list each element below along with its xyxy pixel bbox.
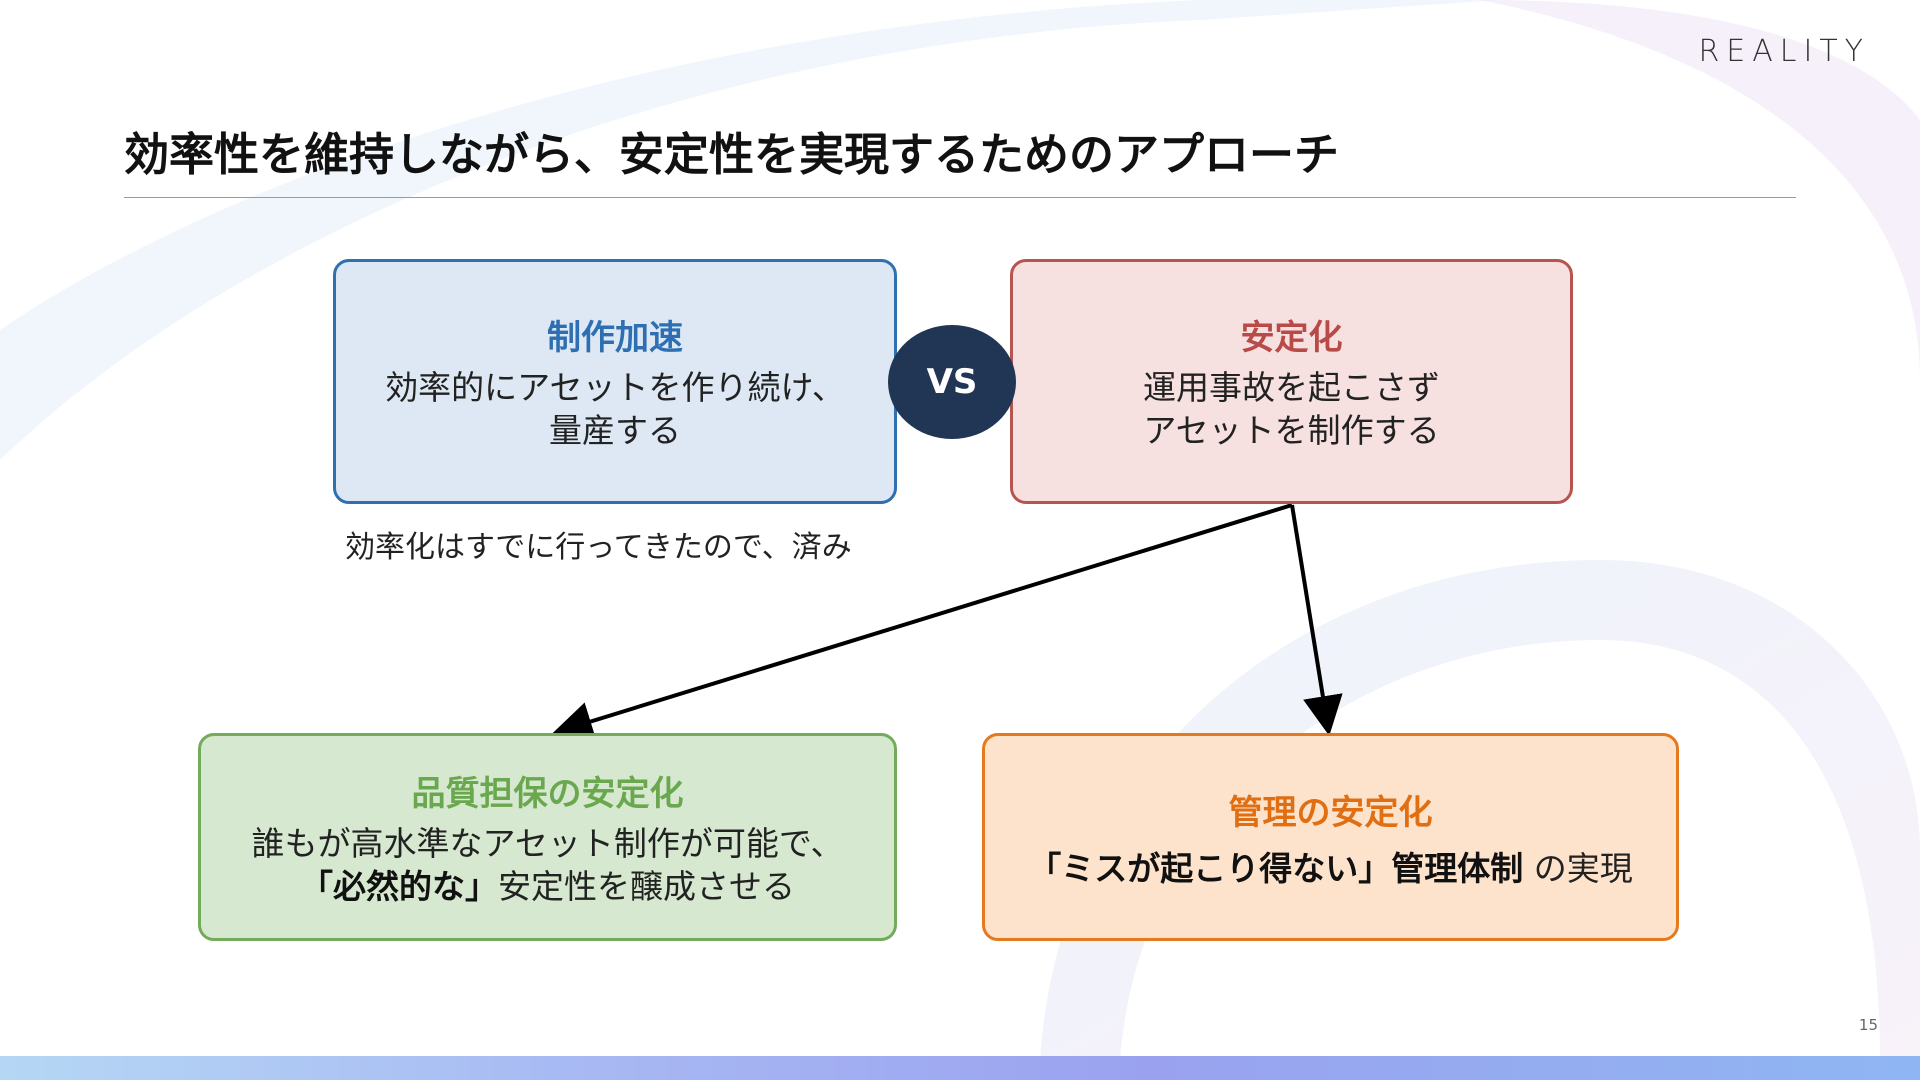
- production-acceleration-body: 効率的にアセットを作り続け、 量産する: [385, 367, 845, 453]
- production-acceleration-title: 制作加速: [547, 318, 683, 359]
- quality-stabilization-title: 品質担保の安定化: [411, 773, 684, 814]
- quality-stabilization-line1: 誰もが高水準なアセット制作が可能で、: [251, 823, 844, 863]
- management-stabilization-box: 管理の安定化 「ミスが起こり得ない」管理体制 の実現: [982, 733, 1679, 941]
- quality-emphasis: 「必然的な」: [300, 866, 498, 906]
- stabilization-line2: アセットを制作する: [1143, 411, 1440, 450]
- production-acceleration-line1: 効率的にアセットを作り続け、: [385, 368, 845, 408]
- management-stabilization-title: 管理の安定化: [1228, 792, 1433, 833]
- arrow-to-quality: [552, 503, 1293, 741]
- management-stabilization-body: 「ミスが起こり得ない」管理体制 の実現: [1028, 842, 1633, 890]
- arrow-to-mgmt: [1290, 504, 1343, 736]
- management-rest: の実現: [1533, 848, 1633, 888]
- production-acceleration-line2: 量産する: [548, 411, 681, 450]
- quality-stabilization-line2: 「必然的な」安定性を醸成させる: [251, 866, 843, 909]
- efficiency-note: 効率化はすでに行ってきたので、済み: [345, 530, 852, 565]
- quality-stabilization-box: 品質担保の安定化 誰もが高水準なアセット制作が可能で、 「必然的な」安定性を醸成…: [198, 733, 897, 941]
- reality-logo: REALITY: [1698, 34, 1870, 69]
- page-number: 15: [1858, 1016, 1878, 1034]
- stabilization-line1: 運用事故を起こさず: [1143, 368, 1440, 408]
- stabilization-body: 運用事故を起こさず アセットを制作する: [1143, 367, 1440, 453]
- stabilization-box: 安定化 運用事故を起こさず アセットを制作する: [1010, 259, 1573, 504]
- quality-rest: 安定性を醸成させる: [498, 866, 795, 906]
- bottom-gradient-bar: [0, 1056, 1920, 1080]
- stabilization-title: 安定化: [1240, 318, 1343, 359]
- quality-stabilization-body: 誰もが高水準なアセット制作が可能で、 「必然的な」安定性を醸成させる: [251, 823, 843, 909]
- page-title: 効率性を維持しながら、安定性を実現するためのアプローチ: [124, 128, 1340, 181]
- vs-badge: VS: [888, 325, 1016, 439]
- production-acceleration-box: 制作加速 効率的にアセットを作り続け、 量産する: [333, 259, 897, 504]
- title-divider: [124, 197, 1796, 198]
- management-emphasis: 「ミスが起こり得ない」管理体制: [1028, 848, 1524, 888]
